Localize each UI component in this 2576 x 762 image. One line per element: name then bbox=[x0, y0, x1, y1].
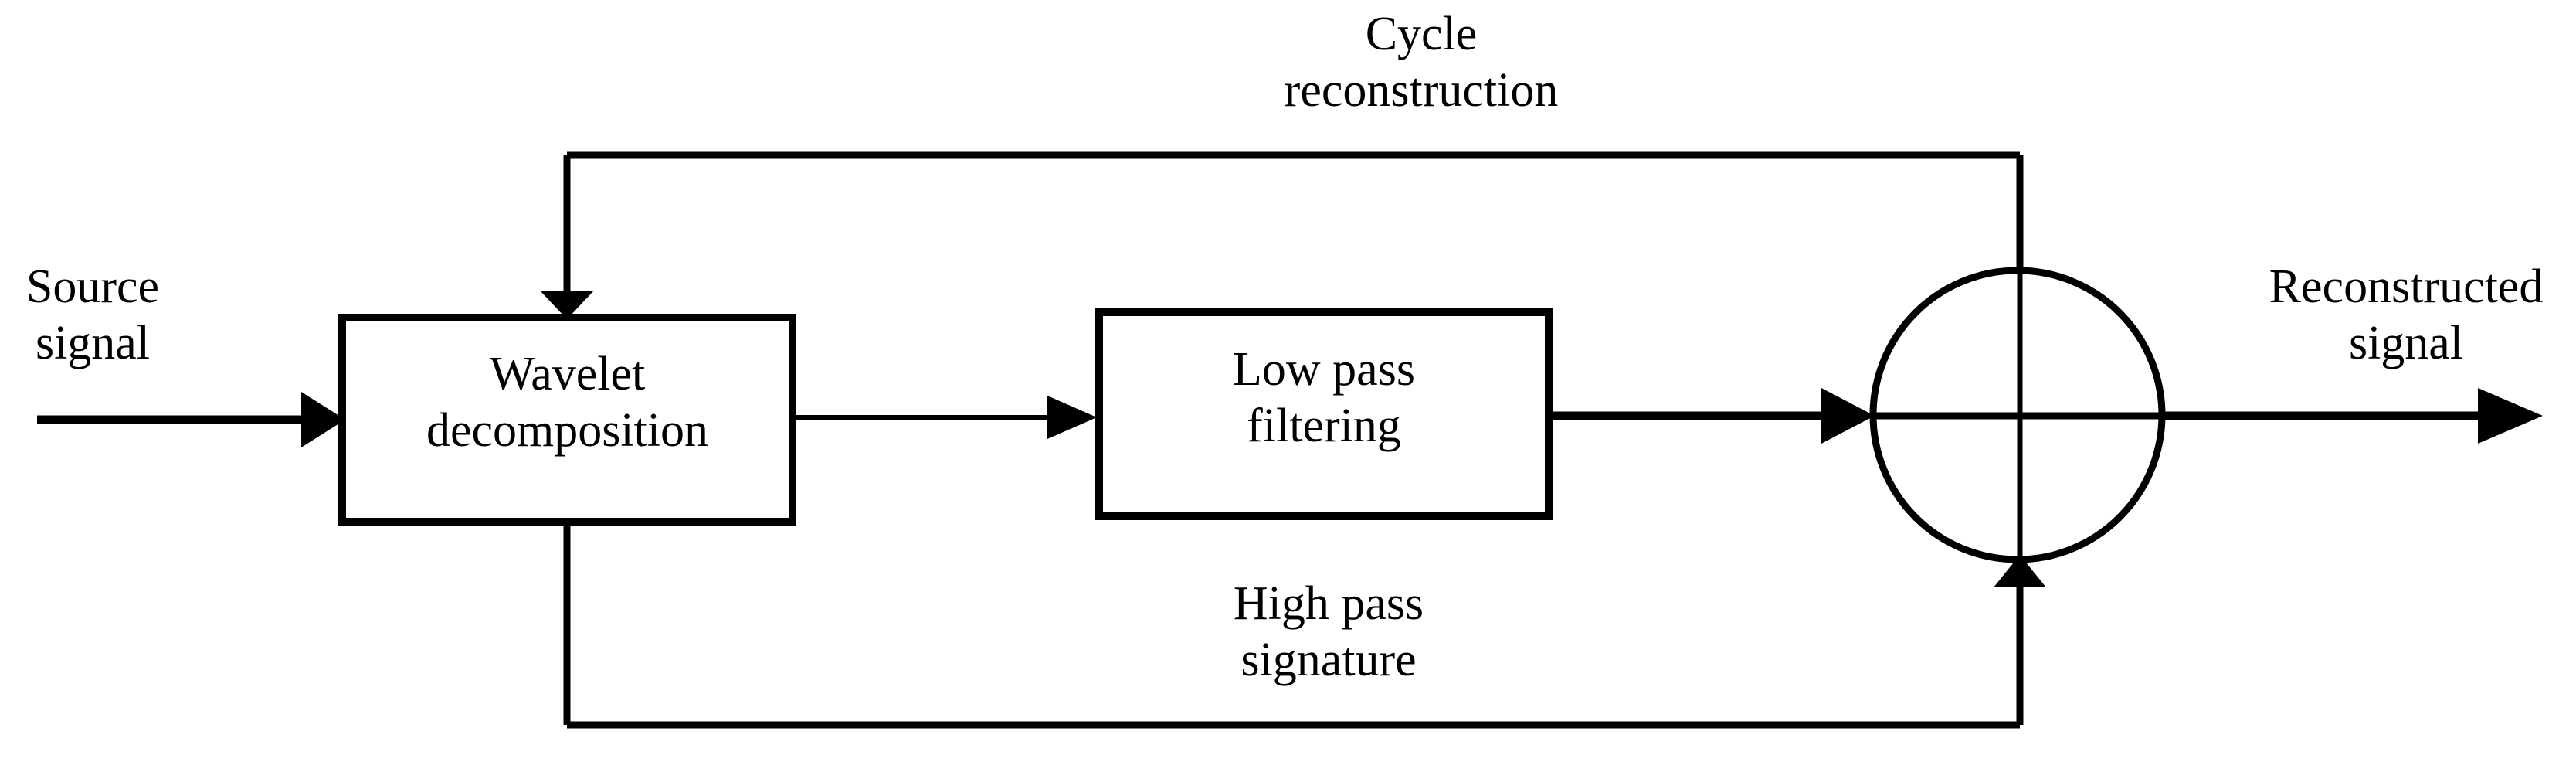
cycle-reconstruction-label: Cycle reconstruction bbox=[1143, 6, 1699, 118]
wavelet-decomposition-box bbox=[338, 314, 796, 526]
lowpass-to-sum-arrowhead bbox=[1821, 388, 1875, 444]
reconstructed-signal-line2: signal bbox=[2348, 316, 2464, 369]
low-pass-filtering-box bbox=[1095, 308, 1553, 520]
wavelet-decomposition-line2: decomposition bbox=[426, 403, 709, 457]
low-pass-filtering-line2: filtering bbox=[1247, 399, 1401, 452]
source-signal-line2: signal bbox=[35, 316, 151, 369]
high-pass-signature-line1: High pass bbox=[1233, 577, 1424, 630]
source-signal-arrowhead bbox=[301, 392, 345, 447]
wavelet-decomposition-label: Wavelet decomposition bbox=[342, 346, 792, 458]
source-signal-label: Source signal bbox=[0, 259, 185, 371]
high-pass-signature-line2: signature bbox=[1240, 633, 1417, 686]
high-pass-signature-label: High pass signature bbox=[1089, 576, 1568, 688]
high-pass-signature-arrowhead bbox=[1994, 555, 2046, 587]
low-pass-filtering-label: Low pass filtering bbox=[1099, 342, 1549, 454]
cycle-reconstruction-line2: reconstruction bbox=[1284, 63, 1559, 117]
wavelet-to-lowpass-arrowhead bbox=[1047, 396, 1097, 439]
reconstructed-signal-arrowhead bbox=[2478, 388, 2543, 444]
reconstructed-signal-label: Reconstructed signal bbox=[2201, 259, 2576, 371]
source-signal-line1: Source bbox=[25, 260, 160, 313]
reconstructed-signal-line1: Reconstructed bbox=[2269, 260, 2544, 313]
cycle-reconstruction-line1: Cycle bbox=[1365, 8, 1478, 60]
cycle-reconstruction-arrowhead bbox=[541, 291, 593, 319]
wavelet-decomposition-line1: Wavelet bbox=[489, 348, 646, 400]
low-pass-filtering-line1: Low pass bbox=[1233, 343, 1415, 396]
